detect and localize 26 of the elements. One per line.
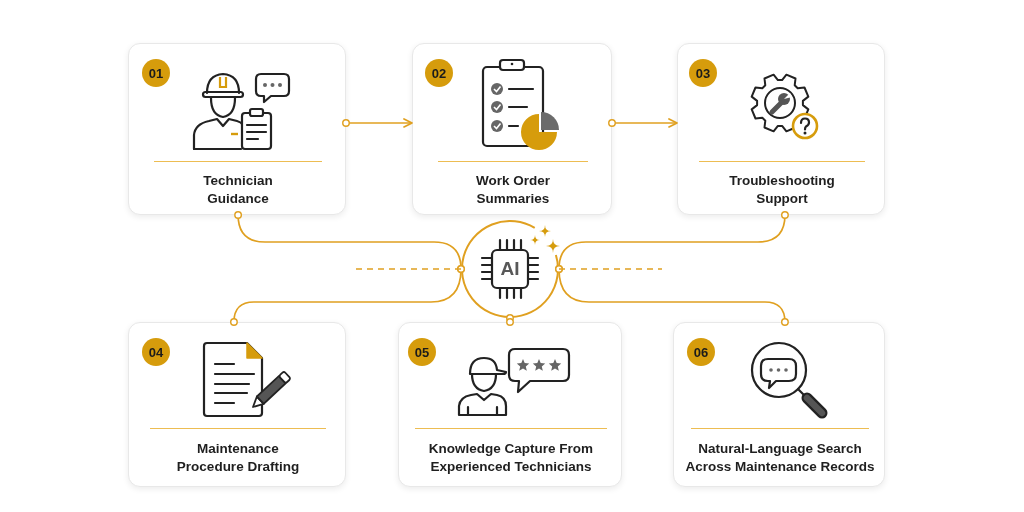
dashed-line <box>558 268 663 270</box>
card-title: Technician Guidance <box>202 172 274 208</box>
feature-card <box>398 322 622 487</box>
feature-card <box>128 43 346 215</box>
step-number: 02 <box>425 59 453 87</box>
card-title: Troubleshooting Support <box>728 172 836 208</box>
card-title: Maintenance Procedure Drafting <box>176 440 300 476</box>
step-number: 06 <box>687 338 715 366</box>
connector-line <box>506 314 514 326</box>
step-number: 01 <box>142 59 170 87</box>
feature-card <box>673 322 885 487</box>
arrow <box>608 118 678 128</box>
connector-line <box>555 265 789 326</box>
dashed-line <box>354 268 462 270</box>
card-title: Knowledge Capture From Experienced Technicians <box>428 440 594 476</box>
step-number: 04 <box>142 338 170 366</box>
hub-label: AI <box>500 259 520 279</box>
feature-card <box>677 43 885 215</box>
card-title: Natural-Language Search Across Maintenance Records <box>684 440 876 476</box>
step-number: 03 <box>689 59 717 87</box>
arrow <box>342 118 413 128</box>
connector-line <box>230 265 465 326</box>
feature-card <box>412 43 612 215</box>
step-number: 05 <box>408 338 436 366</box>
card-title: Work Order Summaries <box>475 172 551 208</box>
feature-card <box>128 322 346 487</box>
